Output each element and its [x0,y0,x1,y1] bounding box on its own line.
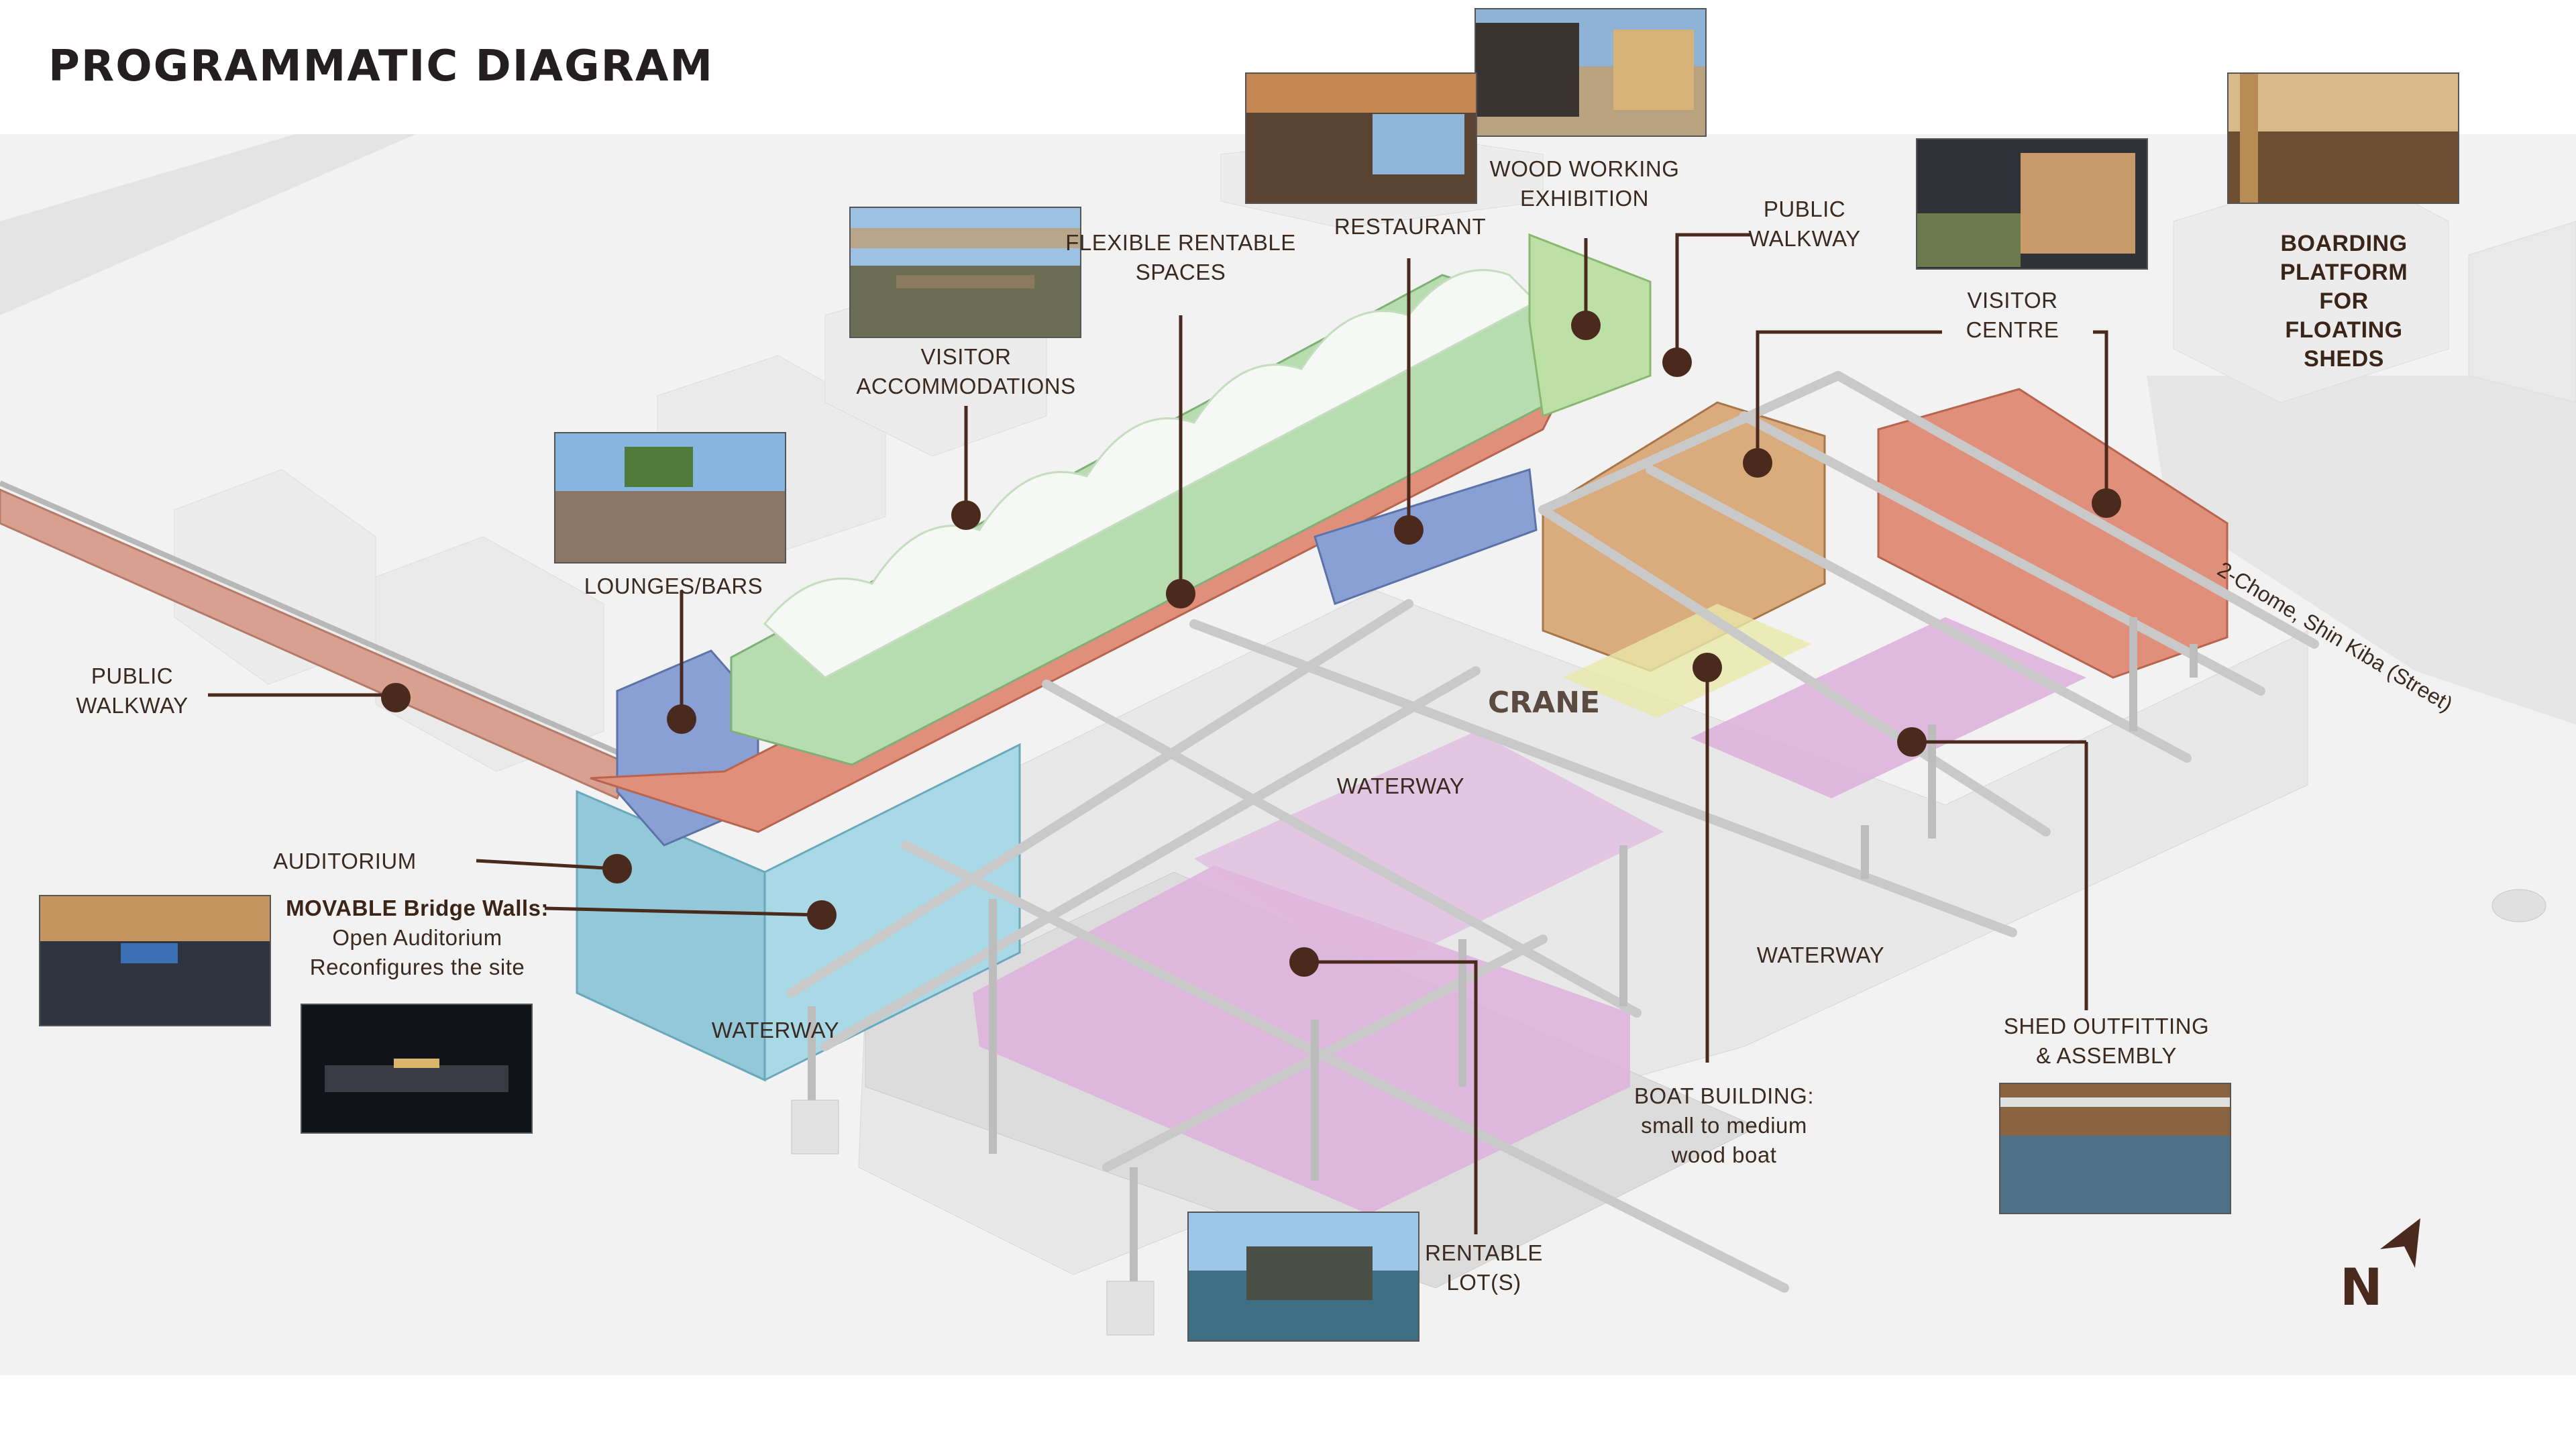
photo-rentable-lot [1187,1212,1419,1342]
photo-visitor-centre [1916,138,2148,270]
page-title: PROGRAMMATIC DIAGRAM [48,42,714,91]
photo-lounges-bars [554,432,786,564]
photo-visitor-accommodations [849,207,1081,338]
public-walkway-left [0,488,632,800]
north-arrow-icon [2380,1218,2420,1268]
yellow-zone [1563,604,1811,718]
photo-auditorium-interior [39,895,271,1026]
photo-boarding-platform [2227,72,2459,204]
photo-restaurant [1245,72,1477,204]
leader-dot-visitor-centre [1743,448,1772,478]
photo-woodworking-exhibition [1474,8,1707,137]
leader-dot-woodworking [1571,311,1601,340]
leader-dot-boat-building [1693,653,1722,682]
shed-outfitting-zone [1690,617,2086,798]
leader-dot-auditorium [602,854,632,883]
label-waterway-right: WATERWAY [1756,943,1885,967]
restaurant-zone [1313,468,1538,605]
boat-building-zone [1194,731,1664,973]
label-waterway-center: WATERWAY [1336,773,1465,798]
leader-dot-public-walkway-left [381,683,411,712]
street-band [2147,376,2576,724]
label-shed-outfitting: SHED OUTFITTING& ASSEMBLY [2003,1014,2210,1068]
gantry-trusses [787,371,2319,1293]
leader-dot-accommodations [951,500,981,530]
photo-night-view [301,1004,533,1134]
leader-dot-public-walkway-right [1662,347,1692,377]
north-label: N [2340,1257,2383,1317]
photo-shed-outfitting [1999,1083,2231,1214]
floating-sheds-zone [1877,388,2229,679]
leader-dot-floating-sheds [2092,488,2121,518]
leader-dot-rentable-lot [1289,947,1319,977]
leader-dot-restaurant [1394,515,1424,545]
leader-lines [208,233,2108,1234]
mass-right-2 [2468,221,2576,403]
label-auditorium: AUDITORIUM [273,849,417,873]
leader-dot-lounges [667,704,696,734]
leader-dot-flexible-spaces [1166,579,1195,608]
leader-dot-shed-outfitting [1897,727,1927,757]
label-lounges-bars: LOUNGES/BARS [584,574,763,598]
rock [2491,889,2546,922]
pier-block-right [1106,1281,1155,1336]
label-waterway-left: WATERWAY [711,1018,840,1042]
north-arrow: N [2340,1216,2440,1320]
pier-block-left [791,1099,839,1155]
leader-dot-movable-walls [807,900,837,930]
left-road [0,134,416,315]
label-restaurant: RESTAURANT [1334,214,1487,239]
label-movable-bridge-walls: MOVABLE Bridge Walls: Open Auditorium Re… [286,896,549,979]
label-crane: CRANE [1488,686,1601,720]
